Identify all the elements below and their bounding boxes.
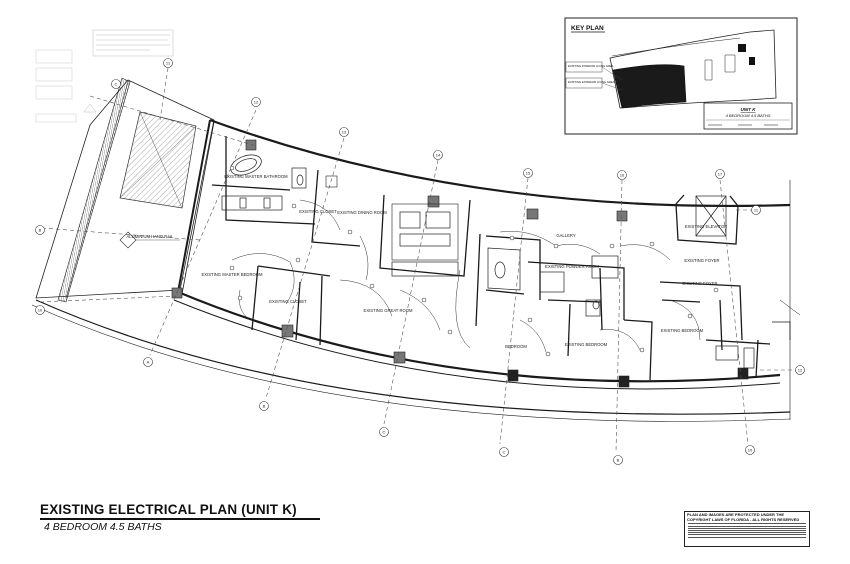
- room-labels: EXISTING MASTER BATHROOM EXISTING CLOSET…: [202, 174, 728, 349]
- key-plan-heading: KEY PLAN: [571, 25, 604, 32]
- room-label-powder: EXISTING POWDER ROOM: [545, 264, 599, 269]
- grid-bubble-label: 14: [436, 152, 441, 157]
- grid-bubble: [523, 168, 533, 178]
- copyright-notice: PLAN AND IMAGES ARE PROTECTED UNDER THE …: [684, 511, 810, 547]
- grid-bubble: [795, 365, 805, 375]
- key-plan-unit-name: UNIT K: [741, 107, 757, 112]
- grid-bubble: [433, 150, 443, 160]
- notice-line: [688, 536, 806, 538]
- grid-bubble-label: 16: [620, 172, 625, 177]
- grid-bubble-label: C: [115, 81, 118, 86]
- room-label-dining: EXISTING DINING ROOM: [337, 210, 387, 215]
- room-label-great-room: EXISTING GREAT ROOM: [364, 308, 413, 313]
- grid-bubble: [379, 427, 389, 437]
- fixtures: [221, 154, 755, 369]
- grid-bubble: [251, 97, 261, 107]
- title-underline: [40, 518, 320, 520]
- general-notes: [35, 29, 174, 123]
- grid-bubble-label: 12: [798, 367, 803, 372]
- room-label-foyer2: EXISTING FOYER: [682, 281, 717, 286]
- grid-bubble: [339, 127, 349, 137]
- grid-bubble: [35, 225, 45, 235]
- grid-bubble: [143, 357, 153, 367]
- grid-bubble-label: B: [263, 403, 266, 408]
- terrace-area: ALUMINIUM HAND RAIL: [35, 77, 215, 303]
- room-label-elevator: EXISTING ELEVATOR: [685, 224, 727, 229]
- grid-lines: [39, 67, 796, 453]
- room-label-foyer: EXISTING FOYER: [684, 258, 719, 263]
- grid-bubble: [259, 401, 269, 411]
- grid-bubble-label: 15: [526, 170, 531, 175]
- legend-interior-label: EXISTING INTERIOR LIVING AREA: [568, 64, 614, 68]
- key-plan-unit-desc: 4 BEDROOM 4.5 BATHS: [726, 113, 771, 118]
- grid-bubbles: [35, 58, 805, 465]
- room-label-bedroom1: BEDROOM: [505, 344, 527, 349]
- building-walls: [31, 118, 801, 422]
- drawing-subtitle: 4 BEDROOM 4.5 BATHS: [44, 521, 162, 533]
- grid-bubble-label: B: [39, 227, 42, 232]
- grid-bubble-label: C: [383, 429, 386, 434]
- notice-line: [688, 527, 806, 529]
- grid-bubble: [751, 205, 761, 215]
- notice-line: [688, 534, 806, 536]
- room-label-bedroom2: EXISTING BEDROOM: [565, 342, 608, 347]
- key-plan: KEY PLAN EXISTING INTERIOR LIVING AREA E…: [564, 17, 798, 135]
- grid-bubble-label: 10: [38, 307, 43, 312]
- electrical-devices: [229, 165, 719, 357]
- grid-bubble-label: C: [503, 449, 506, 454]
- grid-bubble-label: 11: [166, 60, 171, 65]
- room-label-bedroom3: EXISTING BEDROOM: [661, 328, 704, 333]
- grid-bubble-label: 13: [342, 129, 347, 134]
- grid-bubble: [745, 445, 755, 455]
- grid-bubble: [617, 170, 627, 180]
- columns: [171, 139, 749, 388]
- grid-bubble: [35, 305, 45, 315]
- room-label-closet2: EXISTING CLOSET: [269, 299, 307, 304]
- grid-bubble-label: 10: [748, 447, 753, 452]
- notice-line: [688, 525, 806, 527]
- drawing-title: EXISTING ELECTRICAL PLAN (UNIT K): [40, 502, 297, 517]
- grid-bubble-label: 11: [754, 207, 759, 212]
- grid-bubble: [163, 58, 173, 68]
- interior-walls: [211, 136, 771, 381]
- circuit-arcs: [231, 199, 701, 353]
- grid-bubble-label: 17: [718, 171, 723, 176]
- room-label-closet: EXISTING CLOSET: [299, 209, 337, 214]
- grid-bubble: [111, 79, 121, 89]
- room-label-gallery: GALLERY: [556, 233, 575, 238]
- notice-line: [688, 523, 806, 525]
- room-label-master-bed: EXISTING MASTER BEDROOM: [202, 272, 263, 277]
- room-label-master-bath: EXISTING MASTER BATHROOM: [224, 174, 288, 179]
- grid-bubble-label: 12: [254, 99, 259, 104]
- legend-exterior-label: EXISTING EXTERIOR LIVING AREA: [568, 80, 614, 84]
- grid-bubble-label: A: [147, 359, 150, 364]
- grid-bubble: [715, 169, 725, 179]
- notice-line: [688, 532, 806, 534]
- notice-line: [688, 529, 806, 531]
- copyright-heading: PLAN AND IMAGES ARE PROTECTED UNDER THE …: [687, 512, 800, 522]
- grid-bubble: [499, 447, 509, 457]
- grid-bubble: [613, 455, 623, 465]
- grid-bubble-label: B: [617, 457, 620, 462]
